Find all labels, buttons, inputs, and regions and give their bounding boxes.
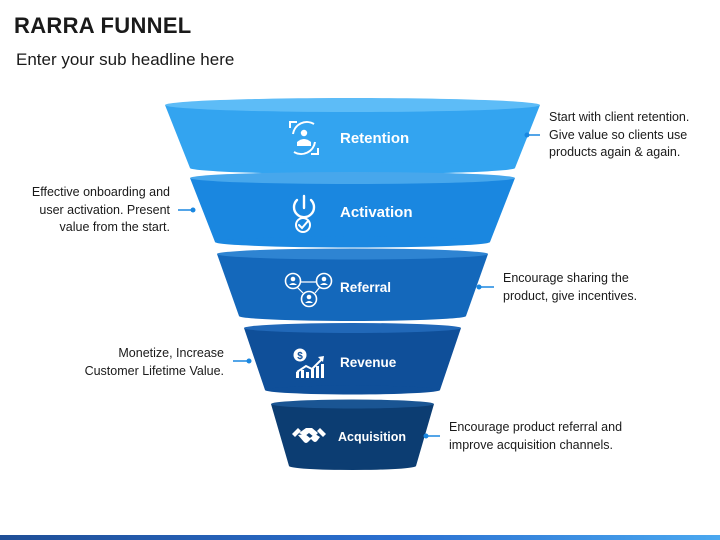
stage-label-activation: Activation — [340, 204, 413, 221]
stage-label-revenue: Revenue — [340, 355, 397, 370]
svg-text:$: $ — [297, 351, 303, 362]
people-network-icon — [284, 272, 333, 308]
note-retention: Start with client retention. Give value … — [549, 109, 689, 162]
funnel-rim-acquisition — [271, 399, 434, 409]
funnel-band-activation — [190, 178, 515, 242]
note-line: Give value so clients use — [549, 127, 688, 142]
page-title: RARRA FUNNEL — [14, 13, 192, 38]
connector-acquisition — [423, 433, 440, 439]
stage-label-referral: Referral — [340, 280, 391, 295]
note-revenue: Monetize, Increase Customer Lifetime Val… — [85, 345, 224, 380]
note-line: Customer Lifetime Value. — [84, 363, 224, 378]
page-subtitle: Enter your sub headline here — [16, 50, 235, 69]
note-line: Monetize, Increase — [118, 346, 224, 360]
note-activation: Effective onboarding and user activation… — [32, 184, 170, 237]
connector-revenue — [233, 358, 252, 364]
handshake-icon — [292, 428, 326, 443]
funnel-stage-revenue: $ Revenue — [244, 323, 461, 395]
bottom-accent-bar — [0, 535, 720, 540]
power-check-icon — [292, 194, 316, 233]
note-line: improve acquisition channels. — [449, 437, 613, 452]
note-acquisition: Encourage product referral and improve a… — [449, 419, 622, 454]
funnel-rim-referral — [217, 248, 488, 260]
note-line: Encourage product referral and — [449, 420, 623, 434]
note-line: value from the start. — [59, 220, 170, 234]
funnel-stage-retention: Retention — [165, 98, 540, 174]
connector-activation — [178, 207, 196, 213]
note-line: user activation. Present — [39, 202, 170, 217]
funnel-band-referral — [217, 254, 488, 316]
funnel-rim-revenue — [244, 323, 461, 333]
note-line: product, give incentives. — [503, 288, 638, 303]
note-line: products again & again. — [549, 145, 681, 159]
funnel-rim-activation — [190, 172, 515, 184]
funnel-stage-referral: Referral — [217, 248, 488, 321]
note-referral: Encourage sharing the product, give ince… — [503, 270, 637, 305]
funnel-band-acquisition — [271, 404, 434, 466]
stage-label-acquisition: Acquisition — [338, 430, 406, 444]
funnel-stage-acquisition: Acquisition — [271, 399, 434, 470]
funnel-stage-activation: Activation — [190, 172, 515, 248]
note-line: Effective onboarding and — [31, 185, 170, 199]
note-line: Start with client retention. — [549, 110, 690, 124]
stage-label-retention: Retention — [340, 130, 409, 147]
funnel-rim-retention — [165, 98, 540, 112]
note-line: Encourage sharing the — [503, 271, 629, 285]
connector-retention — [524, 132, 540, 138]
dollar-growth-chart-icon: $ — [293, 348, 324, 378]
funnel-band-retention — [165, 105, 540, 168]
connector-referral — [476, 284, 494, 290]
retention-cycle-icon — [289, 121, 319, 155]
